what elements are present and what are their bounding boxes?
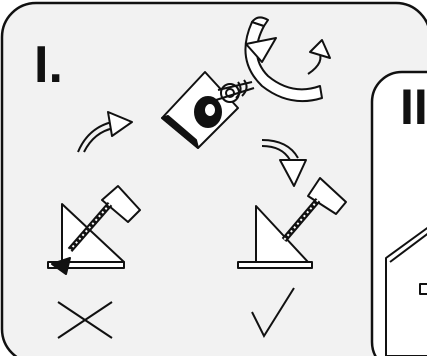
cabinet-corner-illustration	[385, 226, 427, 356]
correct-checkmark-icon	[251, 287, 295, 339]
wood-block-icon	[161, 71, 239, 149]
curved-arrow-icon	[77, 111, 133, 153]
incorrect-install-illustration	[47, 185, 141, 275]
panel-two-step-label: II	[400, 79, 427, 135]
incorrect-cross-icon	[57, 301, 113, 339]
rotation-arrow-icon	[244, 16, 331, 103]
panel-two: II	[370, 70, 427, 356]
correct-install-illustration	[237, 177, 347, 269]
screw-spring-icon	[215, 79, 255, 103]
curved-arrow-down-icon	[261, 139, 307, 187]
panel-one-step-label: I.	[34, 36, 63, 94]
